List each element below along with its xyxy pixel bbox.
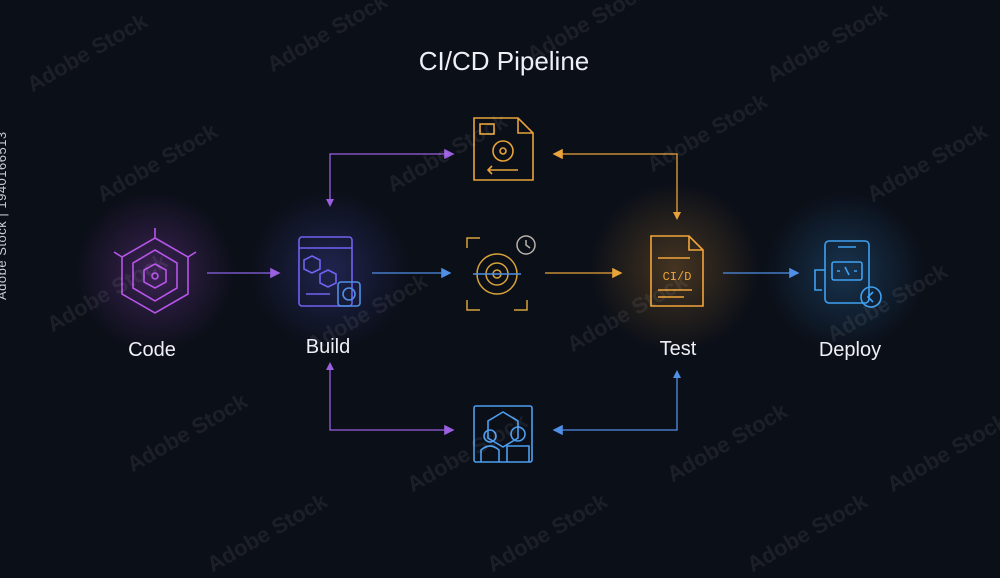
- arrow-top-to-build-head: [326, 199, 334, 207]
- test-doc-text: CI/D: [663, 270, 692, 284]
- page-title: CI/CD Pipeline: [419, 46, 590, 76]
- build-glow: [250, 190, 410, 350]
- stock-id: 1940166513: [0, 131, 9, 209]
- arrow-build-to-top-icon: [329, 148, 455, 203]
- pipeline-diagram: CI/CD Pipeline: [75, 46, 925, 463]
- deploy-glow: [765, 192, 925, 352]
- arrow-top-to-test-head: [673, 212, 681, 220]
- arrow-bottom-to-test-head: [673, 370, 681, 378]
- test-glow: [590, 183, 760, 353]
- integration-gears-icon: [466, 235, 536, 311]
- stage-label-deploy: Deploy: [819, 339, 881, 361]
- deploy-device-icon: [814, 240, 882, 308]
- arrow-test-to-bottom-icon: [552, 376, 678, 436]
- code-glow: [75, 192, 235, 352]
- file-settings-icon: [473, 117, 534, 181]
- stage-label-test: Test: [660, 338, 697, 360]
- arrow-bottom-to-build-head: [326, 362, 334, 370]
- code-hexagon-icon: [113, 228, 197, 314]
- stock-id-label: Adobe Stock | 1940166513: [0, 131, 9, 300]
- arrow-test-to-top-icon: [552, 148, 678, 216]
- stock-brand: Adobe Stock: [0, 220, 9, 300]
- build-window-gears-icon: [298, 236, 361, 307]
- stage-label-build: Build: [306, 336, 350, 358]
- team-review-icon: [473, 405, 533, 463]
- test-document-icon: [650, 235, 704, 307]
- stage-label-code: Code: [128, 339, 176, 361]
- stock-separator: |: [0, 213, 9, 217]
- arrow-build-to-bottom-icon: [329, 368, 455, 436]
